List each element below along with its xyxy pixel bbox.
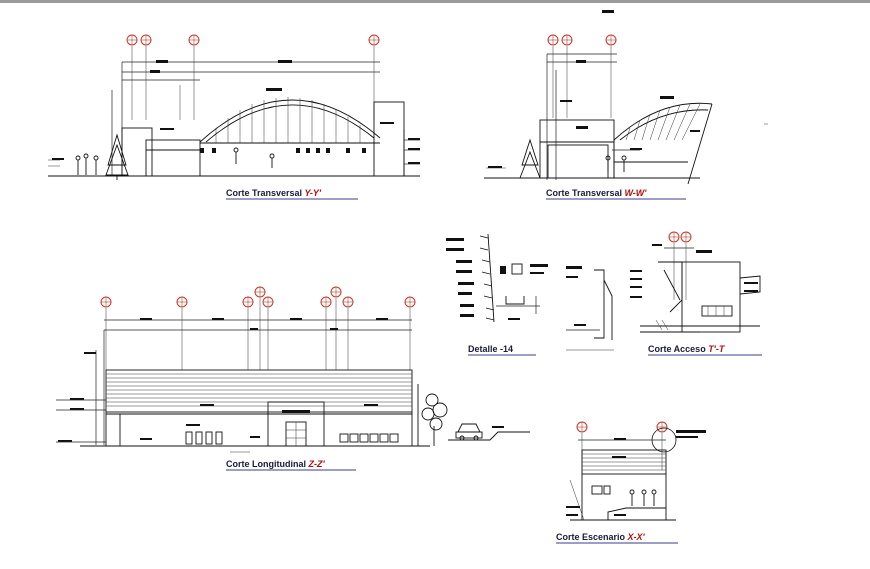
grid-marker bbox=[547, 34, 559, 46]
section-tt bbox=[630, 231, 761, 333]
grid-marker bbox=[188, 34, 200, 46]
drawing-title-zz: Corte Longitudinal Z-Z' bbox=[226, 459, 356, 471]
grid-marker bbox=[368, 34, 380, 46]
grid-marker bbox=[126, 34, 138, 46]
section-code: W-W' bbox=[625, 188, 648, 198]
grid-marker bbox=[668, 231, 680, 243]
grid-marker bbox=[330, 286, 342, 298]
section-ww bbox=[484, 10, 768, 185]
section-code: T'-T bbox=[708, 344, 726, 354]
grid-marker bbox=[656, 421, 668, 433]
grid-marker bbox=[262, 296, 274, 308]
grid-marker bbox=[176, 296, 188, 308]
section-xx bbox=[566, 421, 706, 521]
section-zz bbox=[56, 286, 530, 453]
svg-text:Corte Transversal Y-Y': Corte Transversal Y-Y' bbox=[226, 188, 322, 198]
tree-icon bbox=[105, 133, 129, 180]
grid-marker bbox=[605, 34, 617, 46]
svg-text:Detalle -14: Detalle -14 bbox=[468, 344, 513, 354]
svg-text:Corte Acceso T'-T: Corte Acceso T'-T bbox=[648, 344, 726, 354]
tree-icon bbox=[421, 393, 448, 446]
drawing-title-xx: Corte Escenario X-X' bbox=[556, 532, 678, 544]
detail-14 bbox=[446, 233, 614, 351]
section-yy bbox=[48, 34, 420, 180]
window-top-border bbox=[0, 0, 870, 3]
section-code: Z-Z' bbox=[308, 459, 326, 469]
grid-marker bbox=[680, 231, 692, 243]
grid-marker bbox=[320, 296, 332, 308]
section-code: X-X' bbox=[627, 532, 646, 542]
grid-marker bbox=[254, 286, 266, 298]
grid-marker bbox=[561, 34, 573, 46]
drawing-title-ww: Corte Transversal W-W' bbox=[546, 188, 686, 200]
detail-callout-circle bbox=[651, 427, 677, 453]
tree-icon bbox=[519, 138, 541, 179]
svg-text:Corte Escenario X-X': Corte Escenario X-X' bbox=[556, 532, 646, 542]
grid-marker bbox=[242, 296, 254, 308]
car-icon bbox=[455, 423, 483, 441]
grid-marker bbox=[140, 34, 152, 46]
drawing-title-yy: Corte Transversal Y-Y' bbox=[226, 188, 358, 200]
drawing-title-tt: Corte Acceso T'-T bbox=[648, 344, 762, 356]
grid-marker bbox=[404, 296, 416, 308]
svg-text:Corte Transversal W-W': Corte Transversal W-W' bbox=[546, 188, 647, 198]
svg-text:Corte Longitudinal Z-Z': Corte Longitudinal Z-Z' bbox=[226, 459, 325, 469]
drawing-title-d14: Detalle -14 bbox=[468, 344, 536, 356]
grid-marker bbox=[100, 296, 112, 308]
section-code: Y-Y' bbox=[305, 188, 322, 198]
grid-marker bbox=[576, 421, 588, 433]
grid-marker bbox=[342, 296, 354, 308]
